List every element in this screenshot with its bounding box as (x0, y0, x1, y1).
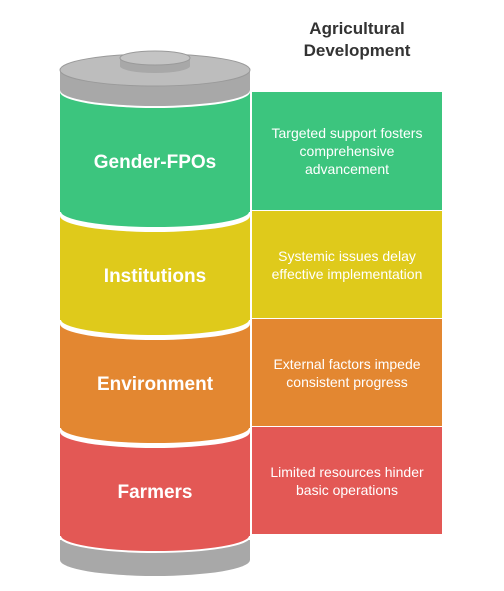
layer-label-gender-fpos: Gender-FPOs (93, 152, 217, 173)
layer-label-institutions: Institutions (103, 266, 207, 287)
description-farmers: Limited resources hinder basic operation… (252, 426, 442, 534)
description-gender-fpos: Targeted support fosters comprehensive a… (252, 92, 442, 210)
layer-institutions-shape (60, 216, 250, 336)
diagram-title: Agricultural Development (303, 19, 411, 60)
description-environment: External factors impede consistent progr… (252, 318, 442, 426)
layer-environment-shape (60, 324, 250, 444)
layer-farmers-shape (60, 432, 250, 552)
layer-label-farmers: Farmers (117, 482, 193, 503)
layer-label-environment: Environment (96, 374, 214, 395)
description-institutions: Systemic issues delay effective implemen… (252, 210, 442, 318)
layer-gender-fpos-shape (60, 92, 250, 228)
